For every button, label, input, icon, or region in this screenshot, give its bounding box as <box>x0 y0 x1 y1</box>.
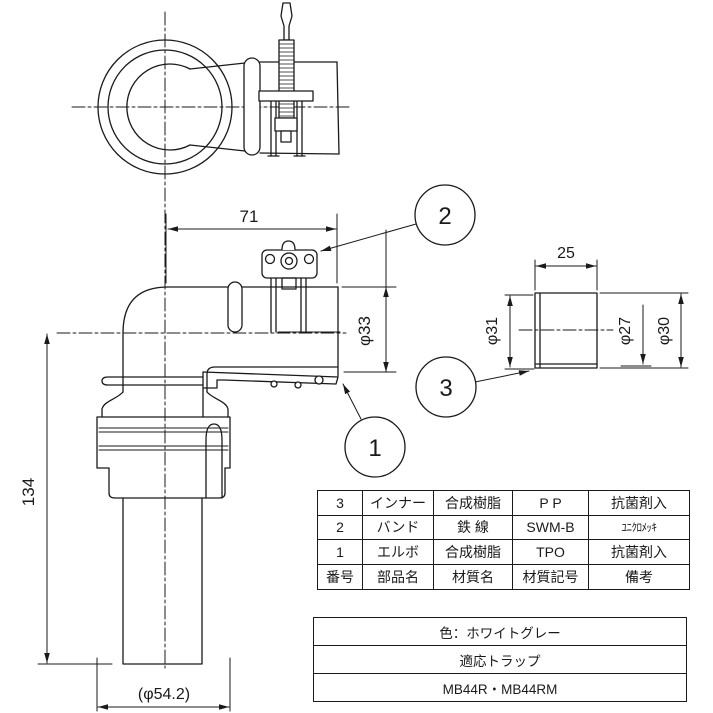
dim-tail-od: (φ54.2) <box>138 686 190 703</box>
callouts <box>320 184 530 478</box>
dim-inner-id: φ27 <box>617 317 634 345</box>
pipe-fin <box>101 376 204 386</box>
elbow-inner-ring <box>107 49 223 165</box>
elbow-bore-arc <box>126 63 191 151</box>
inner-piece-outline <box>534 292 598 369</box>
dim-top-width: 71 <box>240 207 259 226</box>
parts-cell-no: 3 <box>318 491 363 516</box>
band-knob <box>281 240 296 251</box>
top-view-elbow <box>97 2 340 175</box>
tail-pipe <box>122 497 203 665</box>
info-row-color: 色：ホワイトグレー <box>314 618 686 646</box>
dim-inner-od-left: φ31 <box>484 317 501 345</box>
callout-number-3: 3 <box>439 375 452 402</box>
band-buckle-ring <box>280 252 298 270</box>
band-screw-right <box>303 253 315 265</box>
pipe-rib <box>227 281 243 333</box>
parts-cell-material: 合成樹脂 <box>434 491 513 516</box>
parts-cell-name: バンド <box>363 515 434 540</box>
info-table: 色：ホワイトグレー 適応トラップ MB44R・MB44RM <box>313 617 687 702</box>
band-seat-ring <box>243 57 261 156</box>
dimensions <box>37 213 689 712</box>
snap-clip <box>205 423 223 499</box>
parts-cell-symbol: TPO <box>513 540 589 565</box>
parts-cell-remark: ﾕﾆｸﾛﾒｯｷ <box>589 516 689 540</box>
dim-inner-od-right: φ30 <box>656 317 673 345</box>
elbow-outer-ring <box>97 39 233 175</box>
band-screw-handle <box>280 2 293 41</box>
elbow-outline <box>122 286 339 393</box>
dim-overall-height: 134 <box>19 478 38 506</box>
parts-header-no: 番号 <box>318 564 363 589</box>
callout-balloon-2 <box>414 184 476 246</box>
cover-skirt <box>202 371 339 418</box>
parts-table: 3 インナー 合成樹脂 P P 抗菌剤入 2 バンド 鉄 線 SWM-B ﾕﾆｸ… <box>317 490 690 590</box>
parts-cell-no: 1 <box>318 540 363 565</box>
band-nut <box>274 117 298 132</box>
info-row-trap-models: MB44R・MB44RM <box>442 681 558 697</box>
front-view-elbow <box>96 240 341 665</box>
parts-cell-no: 2 <box>318 515 363 540</box>
parts-cell-remark: 抗菌剤入 <box>589 540 689 565</box>
band-screw-left <box>264 253 276 265</box>
dim-pipe-od: φ33 <box>355 316 374 346</box>
callout-balloon-1 <box>344 416 406 478</box>
callout-balloon-3 <box>415 356 477 418</box>
band-bridge-plate <box>258 90 314 102</box>
parts-cell-name: インナー <box>363 491 434 516</box>
callout-number-1: 1 <box>368 435 381 462</box>
parts-cell-symbol: SWM-B <box>513 515 589 540</box>
parts-cell-material: 鉄 線 <box>434 515 513 540</box>
parts-header-symbol: 材質記号 <box>513 564 589 589</box>
parts-header-material: 材質名 <box>434 564 513 589</box>
dim-inner-length: 25 <box>557 245 575 262</box>
parts-header-name: 部品名 <box>363 564 434 589</box>
parts-cell-remark: 抗菌剤入 <box>589 491 689 516</box>
parts-cell-material: 合成樹脂 <box>434 540 513 565</box>
nut-section <box>96 416 231 469</box>
parts-header-remark: 備考 <box>625 568 653 585</box>
info-row-trap-label: 適応トラップ <box>314 646 686 674</box>
callout-number-2: 2 <box>438 203 451 230</box>
parts-cell-name: エルボ <box>363 540 434 565</box>
parts-cell-symbol: P P <box>513 491 589 516</box>
inner-piece-view <box>534 292 598 369</box>
